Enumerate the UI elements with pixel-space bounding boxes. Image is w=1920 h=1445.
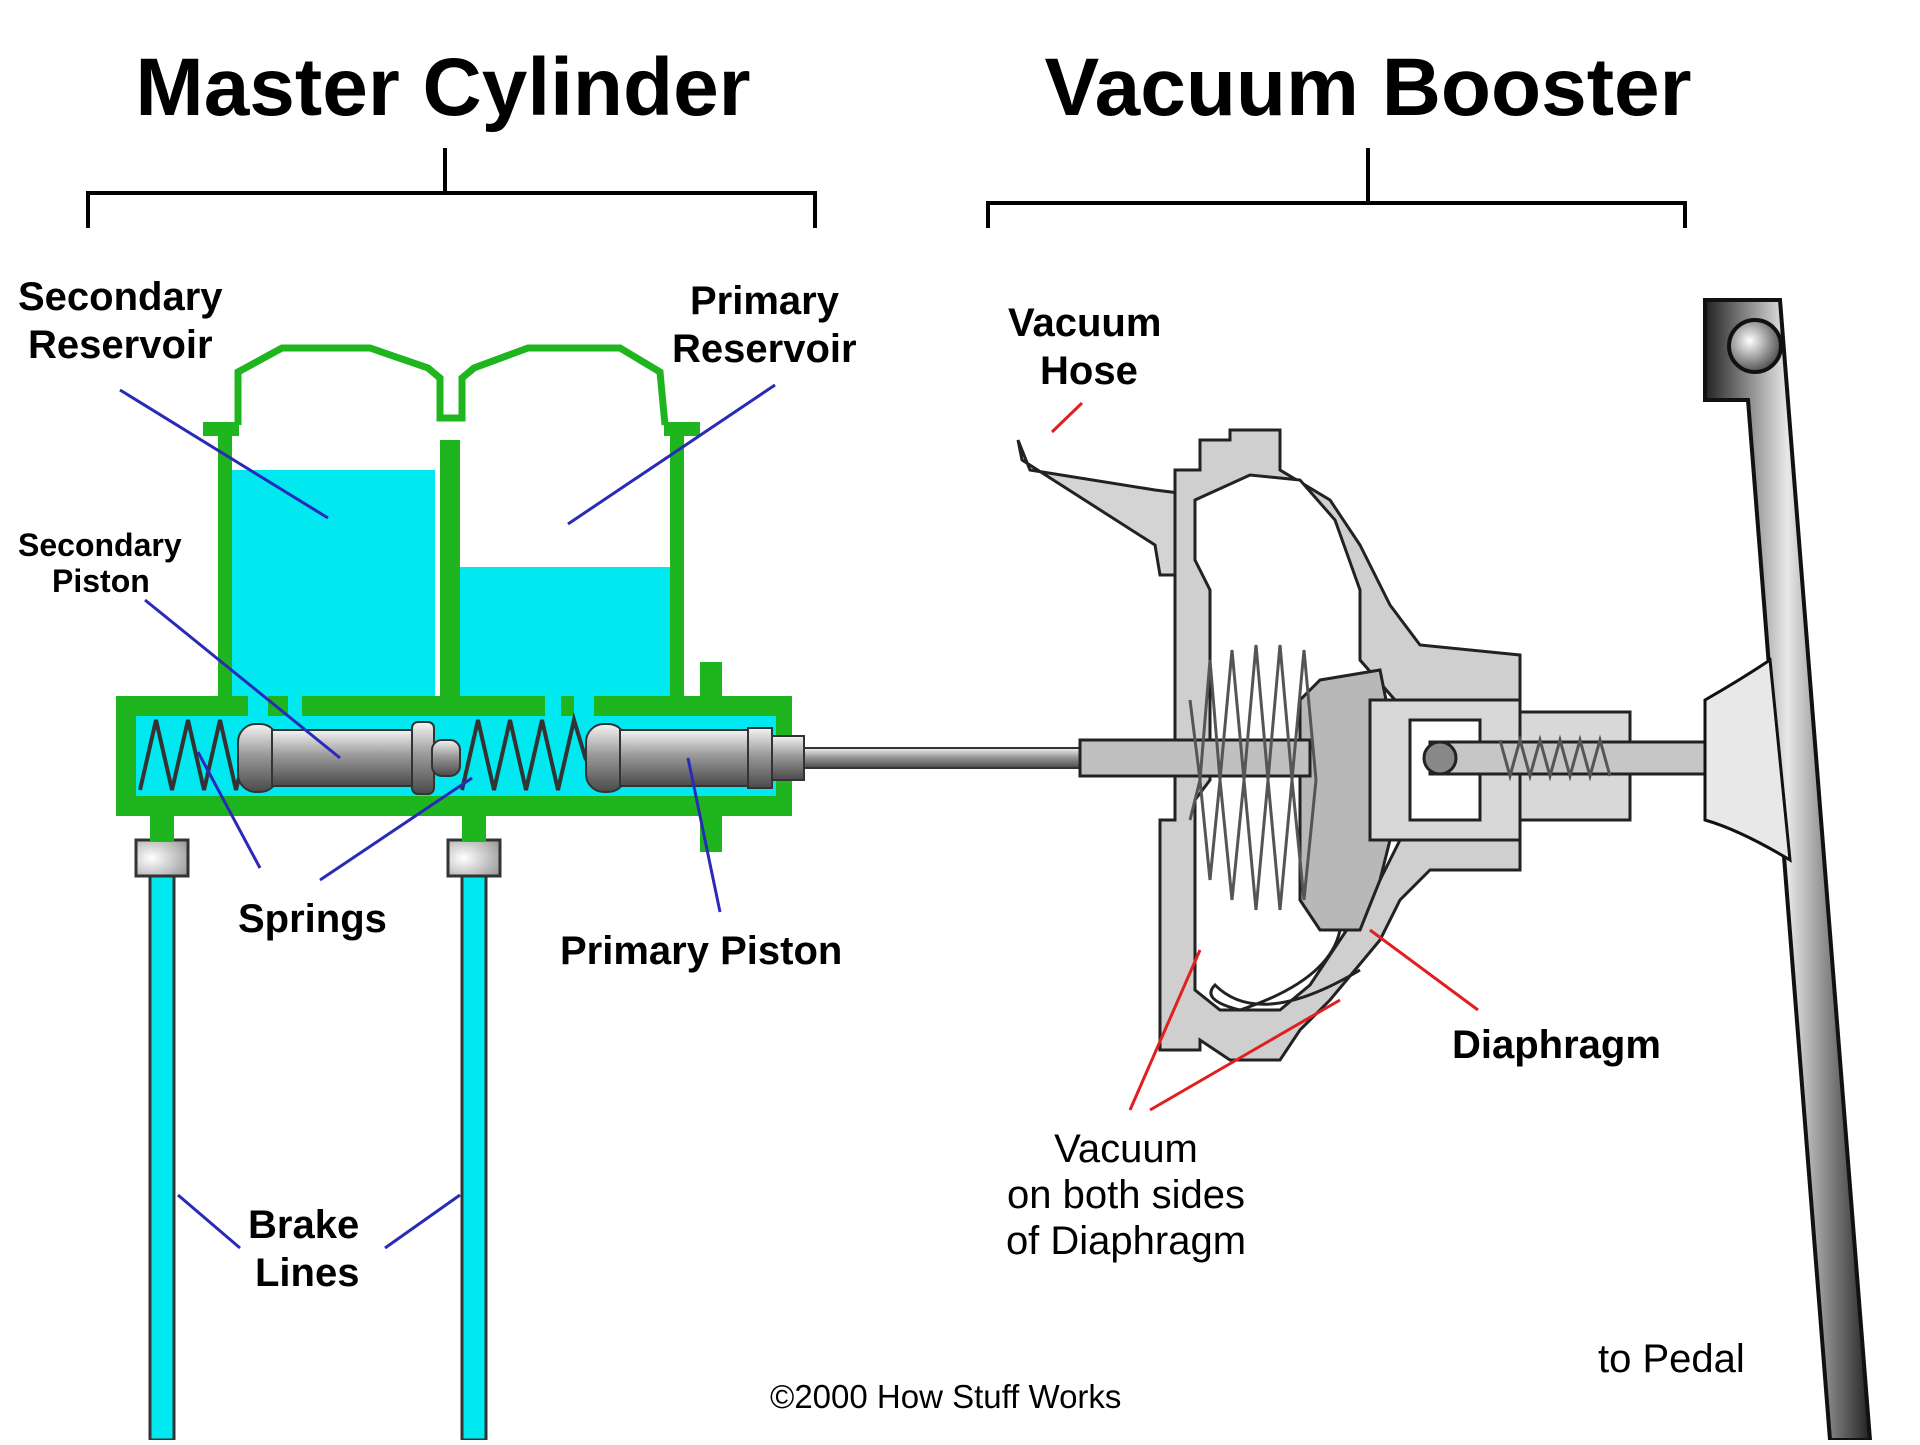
svg-text:of Diaphragm: of Diaphragm [1006,1219,1246,1263]
booster-return-spring [1188,644,1318,781]
secondary-reservoir-fluid [230,470,435,700]
label-brake-lines: Brake Lines [248,1203,359,1295]
label-secondary-piston: Secondary Piston [18,527,182,599]
brake-line-left [148,874,176,1442]
cylinder-port-2 [288,696,302,716]
svg-text:Primary: Primary [690,279,840,323]
label-to-pedal: to Pedal [1598,1337,1745,1381]
booster-valve-spring [1498,734,1612,782]
brake-line-right [460,874,488,1442]
secondary-reservoir-lip [203,422,239,436]
leader-vacuum-b [1149,998,1341,1112]
leader-lines-blue [119,383,776,1250]
primary-reservoir-fluid [460,567,670,700]
vacuum-booster [1016,428,1712,1062]
svg-text:Reservoir: Reservoir [28,323,213,367]
master-cylinder-title: Master Cylinder [135,42,750,133]
svg-text:Secondary: Secondary [18,527,182,563]
leader-secondary-reservoir [119,388,329,520]
pedal-pivot [1727,318,1783,374]
master-cylinder-bracket [86,148,817,228]
svg-text:Brake: Brake [248,1203,359,1247]
vacuum-booster-title: Vacuum Booster [1044,42,1691,133]
booster-valve-ball [1422,740,1458,776]
leader-secondary-piston [144,598,341,760]
svg-text:Hose: Hose [1040,349,1138,393]
label-vacuum-hose: Vacuum Hose [1008,301,1161,393]
label-primary-reservoir: Primary Reservoir [672,279,857,371]
primary-reservoir-lip [664,422,700,436]
brake-line-fitting-left [134,838,190,878]
push-rod [803,747,1085,769]
label-primary-piston: Primary Piston [560,929,842,973]
brake-pedal [1703,298,1873,1442]
brake-line-neck-left [150,816,174,842]
primary-piston [585,723,805,793]
leader-vacuum-a [1128,949,1202,1111]
pedal-arm [1703,298,1873,1442]
booster-return-spring-lower [1188,779,1318,911]
svg-text:Vacuum: Vacuum [1054,1127,1198,1171]
brake-line-fitting-right [446,838,502,878]
cylinder-top-nub [700,662,722,696]
reservoir-cap-outline [234,344,669,426]
primary-reservoir-wall [670,436,684,696]
pedal-clevis [1703,657,1792,863]
master-cylinder [116,344,805,1442]
leader-springs-right [319,776,473,882]
booster-diaphragm [1209,929,1361,1012]
copyright-notice: ©2000 How Stuff Works [770,1378,1121,1415]
leader-primary-piston [686,757,722,913]
svg-text:on both sides: on both sides [1007,1173,1245,1217]
brake-line-neck-right [462,816,486,842]
reservoir-divider [440,440,460,696]
label-secondary-reservoir: Secondary Reservoir [18,275,223,367]
leader-vacuum-hose [1050,401,1084,434]
svg-text:Reservoir: Reservoir [672,327,857,371]
label-diaphragm: Diaphragm [1452,1023,1661,1067]
booster-input-rod [1428,740,1712,776]
cylinder-port-1 [248,696,268,716]
secondary-spring [138,719,250,791]
leader-primary-reservoir [567,383,776,526]
label-springs: Springs [238,897,387,941]
svg-text:Lines: Lines [255,1251,359,1295]
cylinder-port-4 [574,696,594,716]
leader-lines-red [1050,401,1479,1112]
leader-springs-left [196,751,262,869]
vacuum-booster-bracket [986,148,1687,228]
label-vacuum-note: Vacuum on both sides of Diaphragm [1006,1127,1246,1263]
leader-brake-lines-right [384,1193,461,1250]
primary-spring [460,712,588,791]
svg-text:Piston: Piston [52,563,150,599]
secondary-piston [237,721,461,795]
secondary-reservoir-wall [218,436,232,696]
cylinder-port-3 [545,696,561,716]
vacuum-hose [1016,439,1197,577]
svg-text:Secondary: Secondary [18,275,223,319]
leader-brake-lines-left [177,1193,241,1250]
svg-text:Vacuum: Vacuum [1008,301,1161,345]
leader-diaphragm [1369,928,1479,1012]
